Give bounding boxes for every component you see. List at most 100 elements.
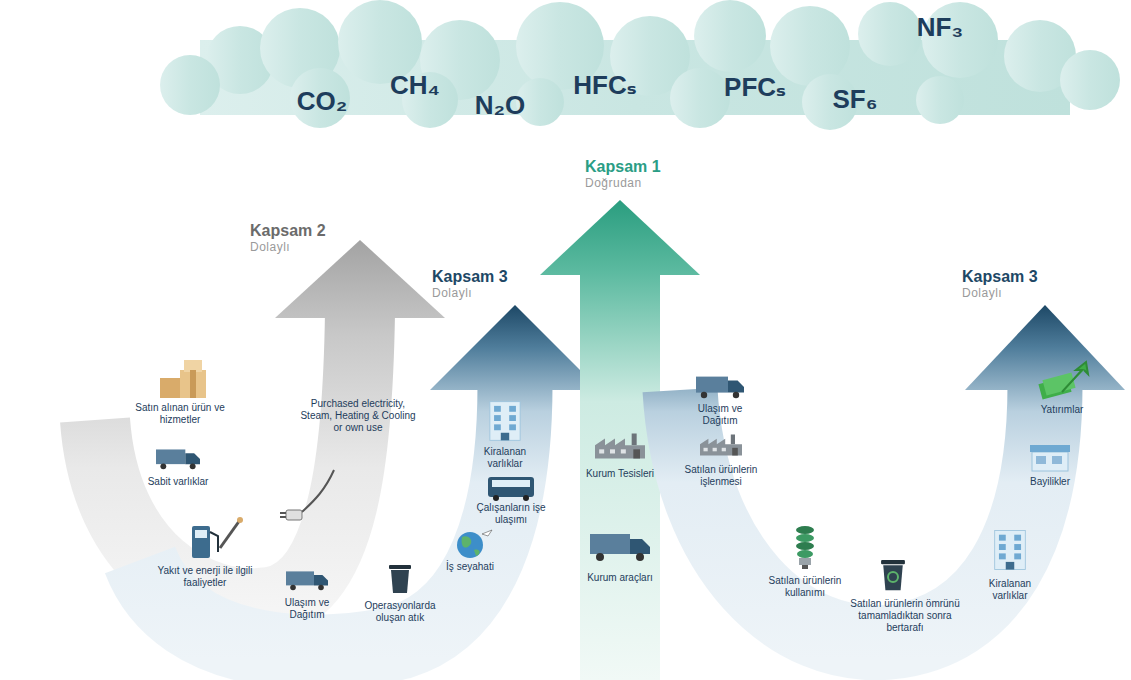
boxes-icon bbox=[190, 370, 196, 398]
emission-source-label: Çalışanların işe ulaşımı bbox=[470, 502, 552, 526]
plug-icon bbox=[286, 510, 302, 520]
gas-clouds bbox=[694, 0, 766, 72]
factory-icon bbox=[700, 435, 742, 456]
recycle-bin-icon bbox=[881, 560, 905, 590]
fuel-pump-icon bbox=[220, 520, 240, 548]
scope-subtitle: Dolaylı bbox=[432, 286, 508, 300]
gas-clouds bbox=[916, 76, 964, 124]
scope-heading: Kapsam 2Dolaylı bbox=[250, 222, 326, 254]
bulb-icon bbox=[796, 534, 814, 542]
bulb-icon bbox=[802, 565, 808, 569]
emission-source-label: İş seyahati bbox=[435, 561, 505, 573]
scope3-right-arrow bbox=[965, 305, 1125, 390]
scope-title: Kapsam 1 bbox=[585, 158, 661, 176]
shop-icon bbox=[1030, 445, 1070, 452]
emission-source-label: Yatırımlar bbox=[1027, 404, 1097, 416]
scope-title: Kapsam 3 bbox=[962, 268, 1038, 286]
bulb-icon bbox=[796, 542, 814, 550]
bus-icon bbox=[488, 477, 534, 497]
plug-icon bbox=[280, 512, 286, 514]
recycle-bin-icon bbox=[888, 572, 898, 582]
scope3-left-arrow bbox=[140, 305, 600, 652]
emission-source-label: Ulaşım ve Dağıtım bbox=[684, 403, 756, 427]
globe-icon bbox=[474, 550, 480, 556]
shop-icon bbox=[1032, 452, 1068, 471]
bus-icon bbox=[492, 480, 530, 487]
emission-source-label: Kiralanan varlıklar bbox=[469, 446, 541, 470]
emission-source-label: Purchased electricity, Steam, Heating & … bbox=[299, 398, 417, 434]
bulb-icon bbox=[797, 550, 813, 558]
emission-source-label: Kurum Tesisleri bbox=[584, 468, 656, 480]
boxes-icon bbox=[160, 360, 206, 398]
scope2-arrow bbox=[95, 312, 360, 603]
emission-source-label: Bayilikler bbox=[1015, 476, 1085, 488]
money-icon bbox=[1038, 362, 1088, 400]
building-icon bbox=[490, 402, 520, 441]
scope-title: Kapsam 2 bbox=[250, 222, 326, 240]
gas-clouds bbox=[160, 55, 220, 115]
scope2-arrow bbox=[95, 240, 445, 603]
bulb-icon bbox=[799, 558, 811, 565]
gas-formula: NF₃ bbox=[917, 12, 964, 42]
globe-icon bbox=[482, 530, 492, 536]
bulb-icon bbox=[796, 526, 814, 534]
money-icon bbox=[1062, 362, 1088, 392]
building-icon bbox=[995, 530, 1026, 569]
scope-heading: Kapsam 3Dolaylı bbox=[432, 268, 508, 300]
scope3-left-arrow bbox=[430, 305, 600, 390]
gas-formula: HFCₛ bbox=[573, 70, 636, 100]
scope-heading: Kapsam 1Doğrudan bbox=[585, 158, 661, 190]
gas-clouds bbox=[160, 0, 1120, 130]
gas-formula: CO₂ bbox=[297, 86, 348, 116]
emission-source-label: Satın alınan ürün ve hizmetler bbox=[130, 402, 230, 426]
gas-formula: N₂O bbox=[475, 90, 526, 120]
gas-clouds bbox=[1060, 50, 1120, 110]
gas-clouds bbox=[290, 68, 350, 128]
bus-icon bbox=[523, 495, 529, 501]
scope2-arrow bbox=[275, 240, 445, 318]
shop-icon bbox=[1052, 456, 1062, 464]
scope-title: Kapsam 3 bbox=[432, 268, 508, 286]
emission-source-label: Satılan ürünlerin işlenmesi bbox=[680, 464, 762, 488]
plug-icon bbox=[302, 470, 334, 512]
fuel-pump-icon bbox=[192, 517, 243, 558]
scope-subtitle: Dolaylı bbox=[962, 286, 1038, 300]
fuel-pump-icon bbox=[195, 530, 207, 538]
globe-icon bbox=[457, 530, 492, 558]
boxes-icon bbox=[180, 370, 206, 398]
gas-clouds bbox=[858, 2, 922, 66]
plug-icon bbox=[280, 470, 334, 520]
scope-subtitle: Doğrudan bbox=[585, 176, 661, 190]
fuel-pump-icon bbox=[210, 532, 218, 552]
emission-source-label: Yakıt ve enerji ile ilgili faaliyetler bbox=[150, 565, 260, 589]
emission-source-label: Operasyonlarda oluşan atık bbox=[355, 600, 445, 624]
globe-icon bbox=[457, 532, 483, 558]
emission-source-label: Kurum araçları bbox=[584, 572, 656, 584]
recycle-bin-icon bbox=[881, 560, 905, 590]
scope3-left-arrow bbox=[140, 385, 515, 652]
truck-icon bbox=[696, 377, 744, 399]
scope1-arrow bbox=[580, 270, 660, 680]
gas-formula: PFCₛ bbox=[724, 72, 786, 102]
fuel-pump-icon bbox=[192, 526, 210, 558]
scope1-arrow bbox=[540, 200, 700, 275]
gas-formula: CH₄ bbox=[390, 70, 440, 100]
bus-icon bbox=[488, 477, 534, 501]
boxes-icon bbox=[160, 378, 182, 398]
emission-source-label: Ulaşım ve Dağıtım bbox=[276, 597, 338, 621]
emission-source-label: Kiralanan varlıklar bbox=[974, 578, 1046, 602]
truck-icon bbox=[590, 534, 650, 561]
factory-icon bbox=[595, 434, 645, 459]
emission-source-label: Sabit varlıklar bbox=[133, 476, 223, 488]
emission-source-label: Satılan ürünlerin kullanımı bbox=[764, 575, 846, 599]
emission-source-label: Satılan ürünlerin ömrünü tamamladıktan s… bbox=[845, 598, 965, 634]
bin-icon bbox=[389, 565, 411, 593]
truck-icon bbox=[156, 449, 200, 469]
gas-clouds bbox=[670, 68, 730, 128]
shop-icon bbox=[1036, 456, 1046, 464]
scope-subtitle: Dolaylı bbox=[250, 240, 326, 254]
scope3-right-arrow bbox=[680, 385, 1045, 643]
globe-icon bbox=[462, 536, 472, 547]
gas-formula: SF₆ bbox=[832, 84, 877, 114]
